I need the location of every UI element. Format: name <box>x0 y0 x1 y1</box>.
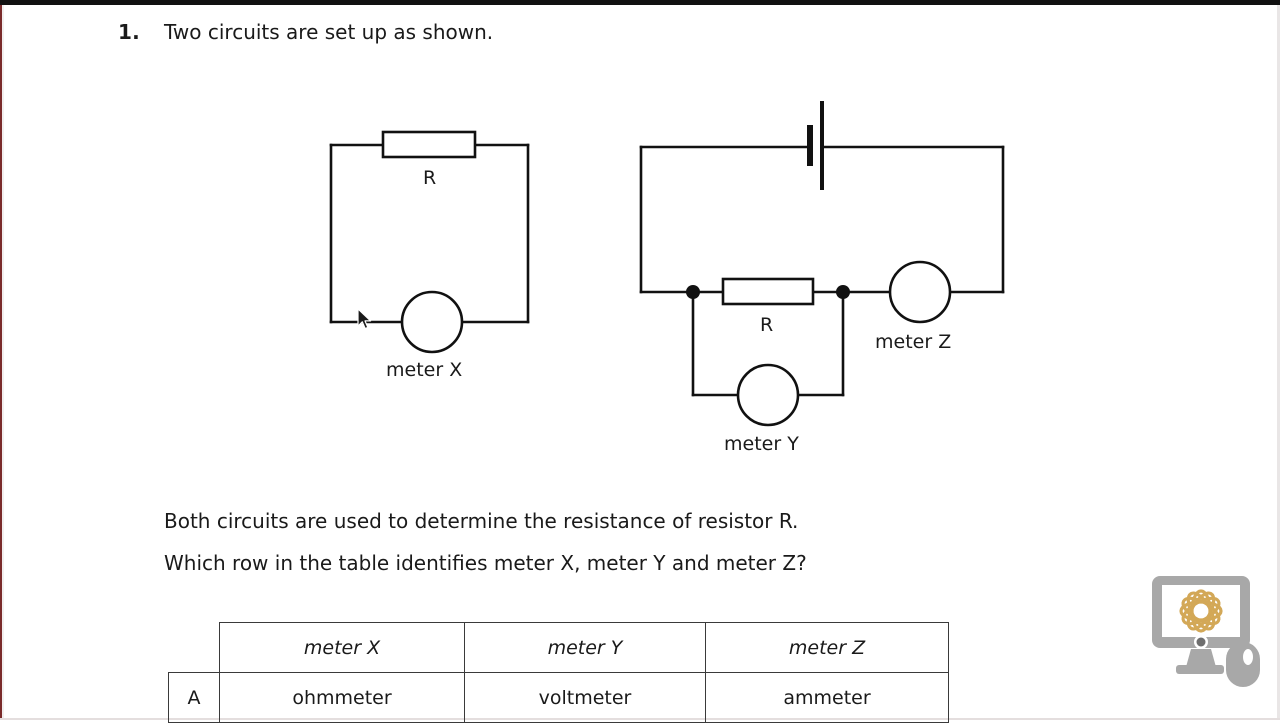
table-header-meter-y: meter Y <box>464 622 706 673</box>
atom-icon <box>1179 589 1223 633</box>
meter-x-symbol <box>400 290 464 354</box>
row-cell-meter-x: ohmmeter <box>219 672 465 723</box>
battery-symbol <box>807 101 824 190</box>
watermark-logo <box>1152 576 1260 687</box>
left-border-strip-inner <box>2 5 4 720</box>
monitor-power-dot-inner <box>1196 637 1206 647</box>
node-dot-right <box>836 285 850 299</box>
resistor-left <box>381 130 477 159</box>
table-header-meter-x: meter X <box>219 622 465 673</box>
meter-y-symbol <box>736 363 800 427</box>
mouse-icon <box>1226 642 1260 687</box>
right-resistor-label: R <box>760 314 774 336</box>
monitor-stand <box>1186 649 1216 667</box>
row-cell-meter-z: ammeter <box>705 672 949 723</box>
monitor-screen <box>1162 585 1240 637</box>
table-corner-cell <box>168 622 220 673</box>
body-paragraph-1: Both circuits are used to determine the … <box>164 509 799 533</box>
table-row[interactable]: A ohmmeter voltmeter ammeter <box>168 672 949 723</box>
node-dot-left <box>686 285 700 299</box>
left-border-strip <box>0 5 2 720</box>
row-letter: A <box>168 672 220 723</box>
meter-z-symbol <box>888 260 952 324</box>
arrow-cursor <box>357 308 372 330</box>
body-paragraph-2: Which row in the table identifies meter … <box>164 551 807 575</box>
right-circuit-group <box>639 145 1005 397</box>
answer-table: meter X meter Y meter Z A ohmmeter voltm… <box>168 622 949 723</box>
table-header-row: meter X meter Y meter Z <box>168 622 949 673</box>
meter-x-label: meter X <box>386 359 463 381</box>
meter-y-label: meter Y <box>724 433 799 455</box>
left-resistor-label: R <box>423 167 437 189</box>
row-cell-meter-y: voltmeter <box>464 672 706 723</box>
question-stem: Two circuits are set up as shown. <box>164 20 494 44</box>
question-number: 1. <box>118 20 140 44</box>
right-border-strip <box>1277 5 1280 720</box>
top-border-strip <box>0 0 1280 5</box>
table-header-meter-z: meter Z <box>705 622 949 673</box>
meter-z-label: meter Z <box>875 331 952 353</box>
monitor-base <box>1176 665 1224 674</box>
resistor-right <box>721 277 815 306</box>
